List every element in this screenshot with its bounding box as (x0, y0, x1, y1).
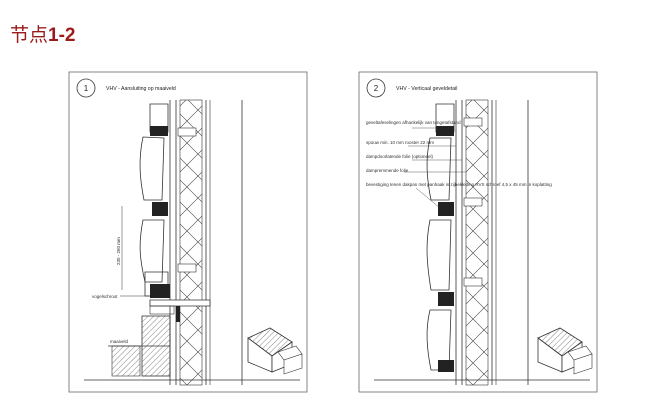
annotation-label-1: geveltafeselingen afhankelijk van tonget… (366, 120, 461, 125)
dimension-label: 230 - 260 mm (116, 237, 121, 265)
annotation-label-4: dampremmende folie (366, 168, 409, 173)
label-maaiveld: maaiveld (110, 339, 129, 344)
ground (111, 345, 141, 377)
panel-2: 2 VHV - Verticaal geveldetail geveltafes… (358, 71, 598, 393)
panel-1-heading: VHV - Aansluiting op maaiveld (106, 86, 176, 92)
annotation-label-5: bevestiging tenen dakpan met panhaak in … (366, 182, 552, 187)
panel-1: 1 VHV - Aansluiting op maaiveld 230 - 26… (68, 71, 308, 393)
insulation-layer-2 (465, 99, 489, 386)
panel-1-number: 1 (84, 84, 89, 93)
house-thumbnail-icon-2 (537, 327, 593, 375)
panel-2-number-badge (366, 78, 386, 98)
panel-2-number: 2 (374, 84, 379, 93)
house-thumbnail-icon (247, 327, 303, 375)
page-title: 节点1-2 (10, 24, 76, 46)
annotation-label-3: dampdoorlatende folie (optioneel) (366, 154, 434, 159)
label-vogelschroot: vogelschroot (92, 294, 118, 299)
insulation-layer (179, 99, 203, 386)
annotation-label-2: spouw min. 10 mm rooster 22 mm (366, 140, 434, 145)
annotation-labels: geveltafeselingen afhankelijk van tonget… (366, 120, 552, 187)
panel-2-heading: VHV - Verticaal geveldetail (396, 86, 457, 92)
panel-1-number-badge (76, 78, 96, 98)
